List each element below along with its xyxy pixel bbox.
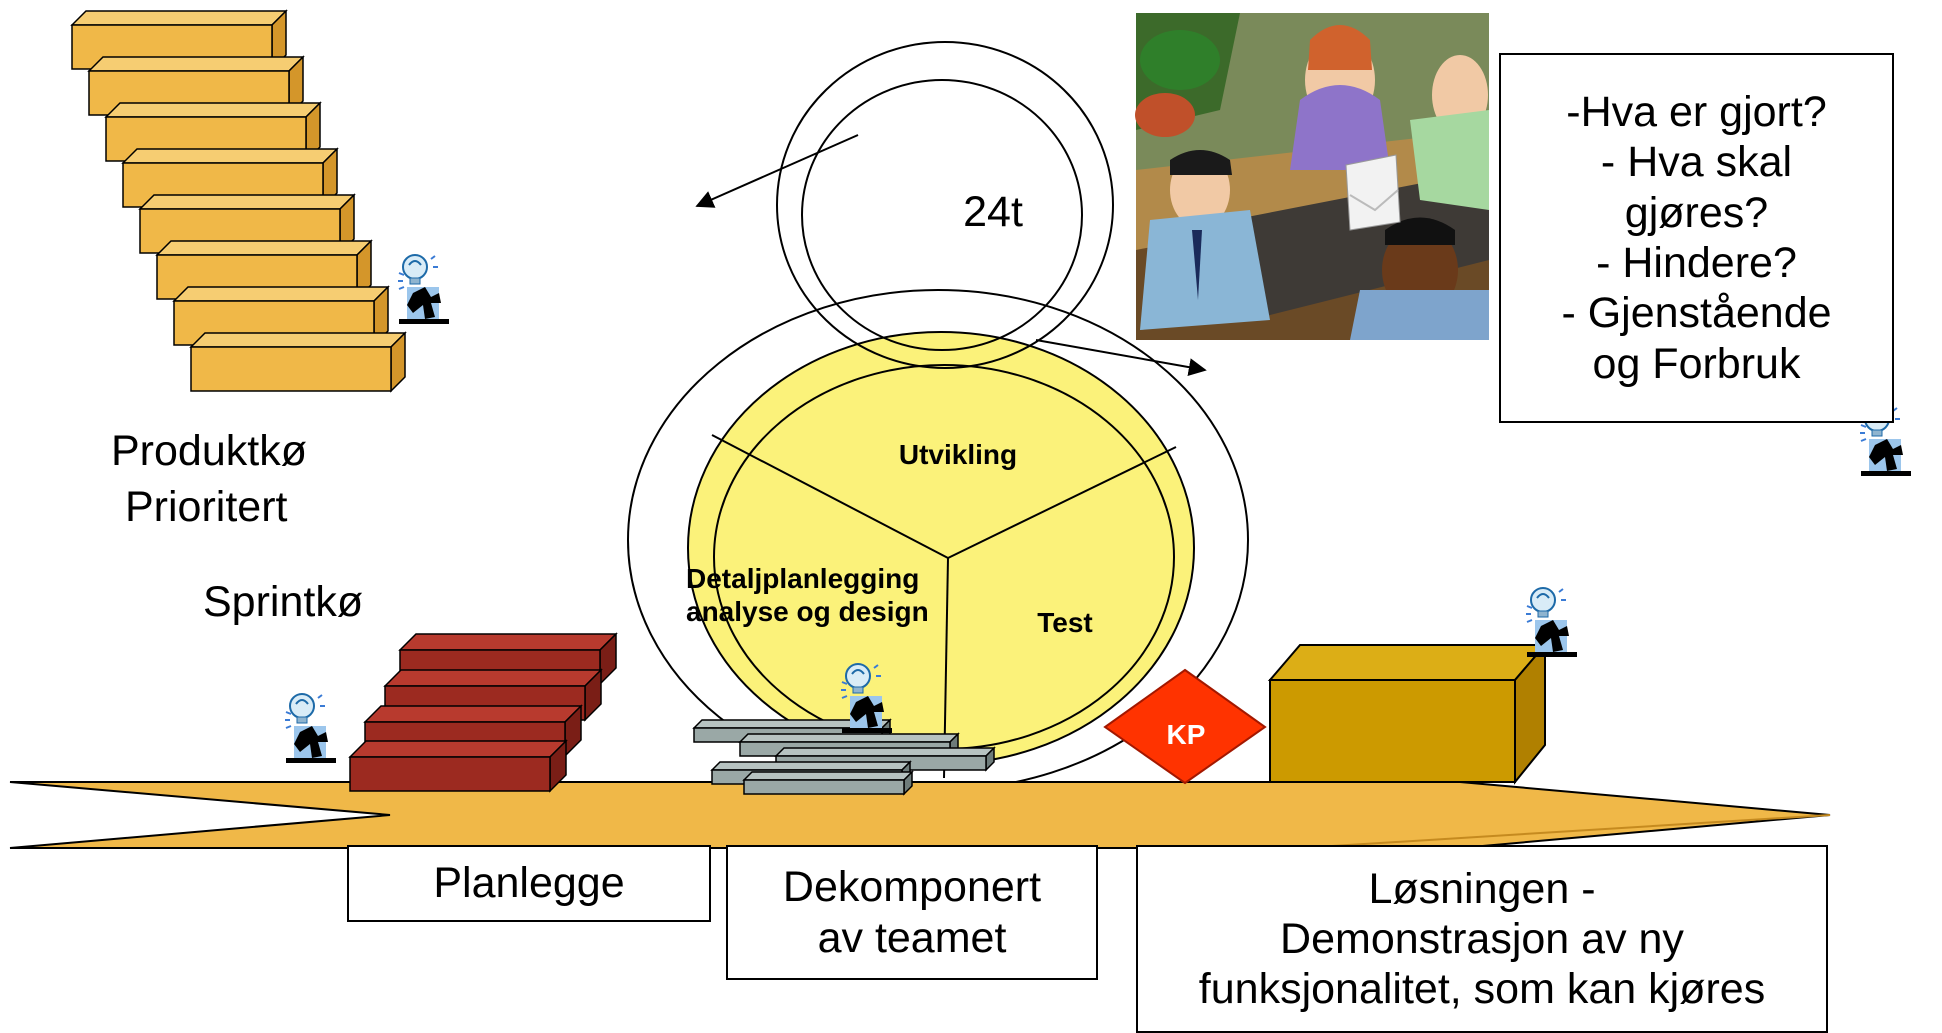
stair-block [189, 331, 407, 393]
task-slabs [692, 718, 996, 796]
phase-design-label: Detaljplanlegging analyse og design [686, 563, 929, 628]
sprint-queue-label: Sprintkø [203, 578, 364, 626]
checkpoint-diamond: KP [1103, 668, 1267, 785]
arrow-band [9, 781, 1831, 849]
task-slab [742, 770, 914, 796]
daily-cycle [695, 41, 1207, 377]
sprint-block [348, 739, 568, 793]
cycle-label: 24t [963, 188, 1023, 236]
solution-description-box: Løsningen - Demonstrasjon av ny funksjon… [1136, 845, 1828, 1033]
plan-box: Planlegge [347, 845, 711, 922]
stair-block [87, 55, 305, 117]
decomposed-box: Dekomponert av teamet [726, 845, 1098, 980]
product-queue-label: Produktkø [111, 427, 307, 475]
sprint-queue-blocks [348, 632, 618, 793]
checkpoint-label: KP [1167, 719, 1206, 750]
idea-person-icon [284, 693, 337, 764]
phase-develop-label: Utvikling [899, 439, 1017, 470]
product-queue-stair [70, 9, 407, 393]
solution-box [1267, 642, 1548, 785]
meeting-clipart [1135, 13, 1489, 340]
phase-test-label: Test [1037, 607, 1093, 638]
standup-questions-box: -Hva er gjort? - Hva skal gjøres? - Hind… [1499, 53, 1894, 423]
prioritized-label: Prioritert [125, 483, 288, 531]
wheel-rings [627, 289, 1249, 791]
idea-person-icon [397, 254, 450, 325]
